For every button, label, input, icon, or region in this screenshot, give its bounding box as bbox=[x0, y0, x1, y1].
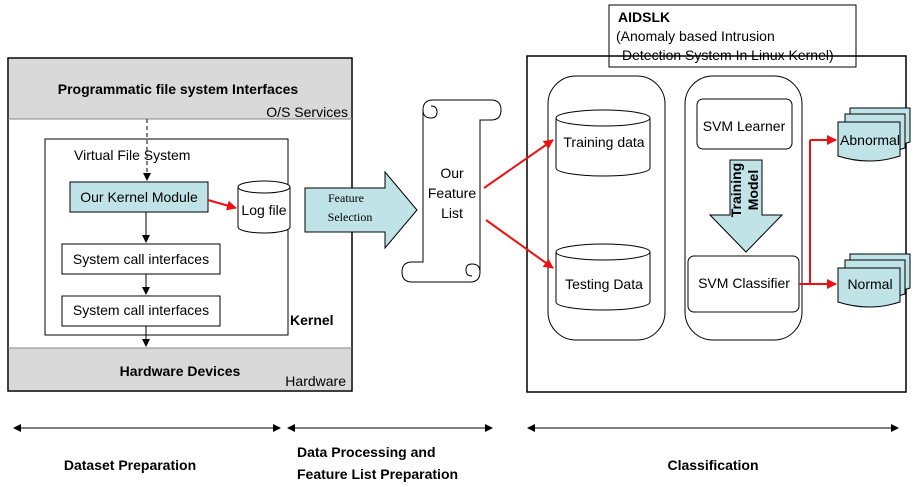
classification-phase-label: Classification bbox=[667, 457, 758, 473]
list-to-training-arrow bbox=[483, 139, 554, 189]
kernel-panel: Programmatic file system Interfaces O/S … bbox=[7, 57, 353, 392]
interfaces-band bbox=[9, 59, 351, 119]
dataset-phase-label: Dataset Preparation bbox=[64, 457, 196, 473]
aidslk-subtitle-2: Detection System In Linux Kernel) bbox=[622, 47, 834, 63]
training-data-label: Training data bbox=[563, 134, 644, 150]
normal-document-stack: Normal bbox=[837, 253, 911, 308]
training-model-line2: Model bbox=[745, 170, 761, 210]
hardware-band bbox=[9, 348, 351, 390]
feature-list-line3: List bbox=[441, 205, 463, 221]
aidslk-title: AIDSLK bbox=[618, 9, 670, 25]
normal-label: Normal bbox=[847, 276, 892, 292]
feature-selection-arrow: Feature Selection bbox=[304, 170, 418, 250]
processing-phase-line2: Feature List Preparation bbox=[297, 466, 458, 482]
svm-learner-box bbox=[696, 98, 793, 150]
processing-phase-line1: Data Processing and bbox=[297, 444, 436, 460]
feature-selection-line1: Feature bbox=[328, 191, 364, 205]
syscall-label-1: System call interfaces bbox=[73, 251, 209, 267]
kernel-label: Kernel bbox=[290, 312, 334, 328]
classification-panel: Training data Testing Data SVM Learner T… bbox=[526, 55, 911, 393]
vfs-label: Virtual File System bbox=[74, 147, 190, 163]
hardware-devices-label: Hardware Devices bbox=[120, 363, 241, 379]
syscall-label-2: System call interfaces bbox=[73, 302, 209, 318]
feature-selection-line2: Selection bbox=[328, 210, 373, 224]
svm-learner-label: SVM Learner bbox=[703, 118, 786, 134]
kernel-module-label: Our Kernel Module bbox=[80, 189, 198, 205]
log-file-label: Log file bbox=[241, 202, 286, 218]
log-file-cylinder: Log file bbox=[237, 180, 291, 234]
testing-data-label: Testing Data bbox=[565, 276, 643, 292]
module-to-log-arrow bbox=[207, 199, 237, 211]
training-data-cylinder: Training data bbox=[555, 109, 651, 177]
syscall-box-2 bbox=[61, 295, 221, 327]
feature-list-line2: Feature bbox=[428, 185, 476, 201]
interfaces-label: Programmatic file system Interfaces bbox=[58, 81, 299, 97]
aidslk-title-box: AIDSLK (Anomaly based Intrusion Detectio… bbox=[608, 4, 857, 68]
hardware-label: Hardware bbox=[285, 373, 346, 389]
abnormal-label: Abnormal bbox=[840, 132, 900, 148]
os-services-label: O/S Services bbox=[266, 104, 348, 120]
syscall-box-1 bbox=[61, 243, 221, 275]
training-model-line1: Training bbox=[728, 163, 744, 217]
testing-data-cylinder: Testing Data bbox=[555, 243, 651, 311]
aidslk-subtitle-1: (Anomaly based Intrusion bbox=[616, 28, 775, 44]
training-model-arrow: Training Model bbox=[708, 159, 784, 253]
feature-list-scroll: Our Feature List bbox=[401, 99, 502, 283]
list-to-testing-arrow bbox=[485, 219, 554, 269]
abnormal-document-stack: Abnormal bbox=[837, 107, 911, 162]
feature-list-line1: Our bbox=[440, 165, 464, 181]
kernel-module-box bbox=[69, 181, 209, 213]
svm-classifier-label: SVM Classifier bbox=[698, 275, 790, 291]
